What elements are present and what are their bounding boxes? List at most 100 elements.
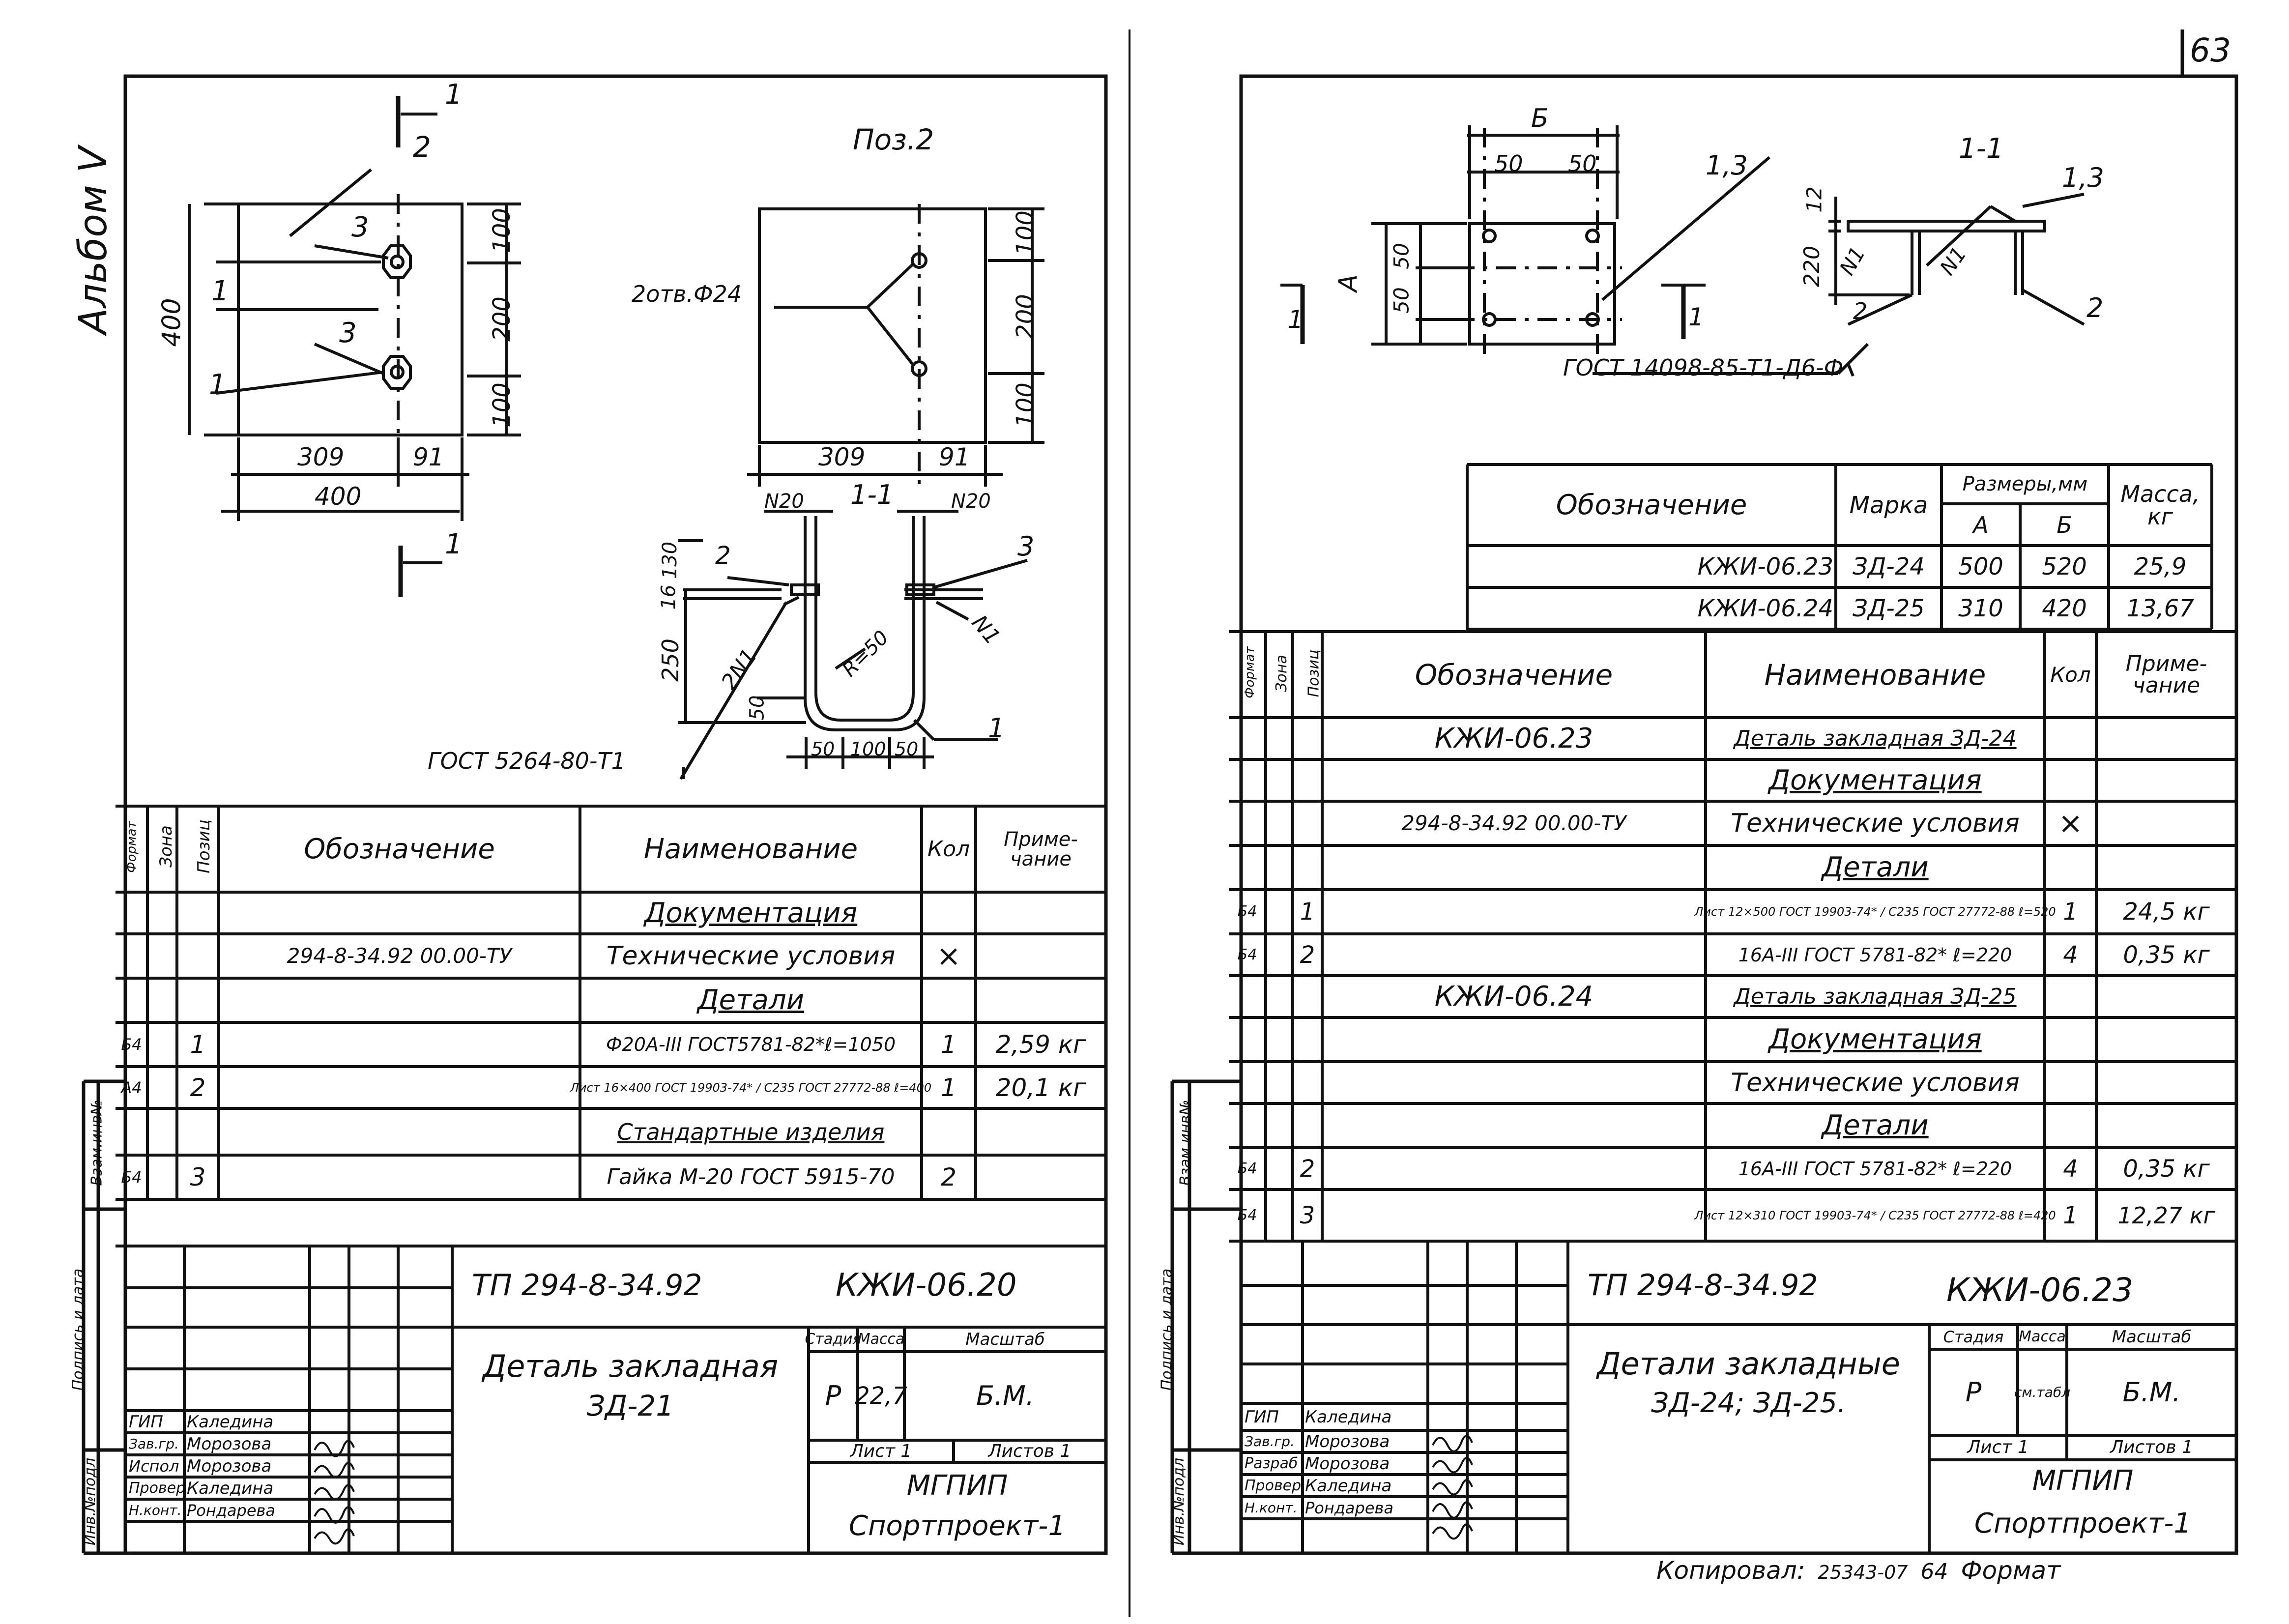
row-name: Технические условия [1731,809,2020,838]
row-qty: 2 [941,1163,956,1191]
row-format: А4 [121,1078,142,1097]
section-mark-left: 1 [1288,305,1304,334]
signer-role: Испол [129,1456,179,1476]
row-qty: 1 [941,1030,956,1059]
dim-b: Б [1531,104,1549,133]
row-name: Детали [1822,1109,1929,1141]
dim-50-b: 50 [1568,150,1597,177]
row-qty: 1 [941,1073,956,1102]
callout-2-right-b: 2 [2086,292,2104,323]
signer-name: Каледина [1305,1407,1392,1427]
row-pos: 1 [1300,898,1315,926]
mark-code: ЗД-24 [1853,552,1925,580]
org-name-2: Спортпроект-1 [1974,1508,2192,1539]
signer-name: Рондарева [1305,1498,1393,1517]
dim-130: 130 [659,541,682,580]
drawing-title: Детали закладные [1597,1346,1900,1382]
row-name: Деталь закладная ЗД-24 [1734,725,2017,751]
dim-100-c: 100 [1011,210,1039,256]
signer-name: Морозова [1305,1453,1390,1474]
signer-name: Морозова [1305,1431,1390,1451]
row-pos: 1 [190,1030,206,1059]
callout-1-3-a: 1,3 [1706,150,1748,181]
mark-header-designation: Обозначение [1556,489,1747,521]
signature-scribble [1432,1435,1473,1452]
row-designation: 294-8-34.92 00.00-ТУ [287,944,512,968]
mass-header: Масса [2019,1328,2066,1345]
mark-header-mark: Марка [1849,491,1928,519]
header-note: Приме-чание [2125,651,2207,698]
mark-header-sizes: Размеры,мм [1962,473,2088,495]
dim-250: 250 [657,638,684,682]
row-designation: КЖИ-06.23 [1434,722,1594,754]
mark-designation: КЖИ-06.24 [1697,594,1833,622]
signature-scribble [314,1528,355,1545]
callout-1a: 1 [211,275,229,307]
section-1-1-right: 1-1 [1959,133,2004,165]
row-name: Лист 12×500 ГОСТ 19903-74* / С235 ГОСТ 2… [1694,905,2056,919]
copy-id: 25343-07 [1818,1562,1908,1583]
drawing-subtitle: ЗД-24; ЗД-25. [1651,1387,1846,1419]
row-note: 2,59 кг [995,1030,1086,1059]
row-pos: 3 [190,1163,206,1191]
callout-3-section: 3 [1017,531,1035,562]
row-name: Стандартные изделия [617,1118,885,1145]
signer-role: Разраб [1245,1454,1298,1472]
copied-label: Копировал: [1656,1556,1805,1585]
row-name: Документация [644,897,858,929]
dim-100-bottom: 100 [850,738,886,760]
signer-name: Каледина [187,1478,274,1498]
callout-3b: 3 [339,317,357,349]
signer-role: Зав.гр. [1245,1433,1295,1450]
callout-1-3-b: 1,3 [2062,162,2104,193]
header-designation: Обозначение [1415,658,1613,692]
header-pos: Позиц [194,819,214,873]
signature-scribble [1432,1479,1473,1496]
row-name: Детали [1822,851,1929,883]
sheets-count: Листов 1 [2110,1437,2193,1457]
section-1-1: 1-1 [850,479,894,510]
dim-50-a: 50 [1494,150,1523,177]
row-name: Документация [1768,764,1982,796]
row-note: 0,35 кг [2123,941,2210,969]
dim-400-vertical: 400 [157,298,187,347]
dim-12: 12 [1802,186,1826,213]
callout-2: 2 [413,130,431,164]
section-mark-right: 1 [1688,303,1704,331]
row-name: Гайка М-20 ГОСТ 5915-70 [607,1164,895,1189]
signer-name: Каледина [187,1412,274,1432]
signer-role: Зав.гр. [129,1435,179,1452]
drawing-code: КЖИ-06.23 [1946,1271,2134,1309]
callout-2-right-a: 2 [1853,298,1868,324]
row-qty: 4 [2063,1155,2078,1183]
sheet-number: Лист 1 [1967,1437,2029,1457]
row-pos: 3 [1300,1201,1315,1229]
row-designation: КЖИ-06.24 [1434,980,1594,1013]
signer-role: ГИП [129,1412,163,1432]
pos-label: Поз.2 [853,123,934,156]
row-note: 20,1 кг [995,1073,1086,1102]
signer-role: Провер [1245,1477,1302,1494]
row-qty: 4 [2063,941,2078,969]
signer-name: Морозова [187,1434,272,1454]
dim-100-b: 100 [488,382,516,428]
format-label: Формат [1961,1556,2061,1585]
org-name-2: Спортпроект-1 [848,1510,1066,1542]
signer-role: Провер [129,1479,186,1497]
row-qty: 1 [2063,898,2078,926]
header-qty: Кол [2050,662,2091,687]
signer-name: Морозова [187,1456,272,1476]
weld-note: ГОСТ 5264-80-Т1 [428,748,626,774]
signer-name: Рондарева [187,1501,275,1520]
album-label: Альбом V [71,146,116,335]
header-name: Наименование [643,833,858,865]
row-format: Б4 [1237,946,1257,963]
dim-400-horizontal: 400 [315,482,362,511]
mark-header-a: А [1973,511,1989,538]
section-mark-bottom: 1 [445,528,463,560]
signer-role: ГИП [1245,1407,1279,1427]
row-format: Б4 [1237,1160,1257,1177]
row-name: Технические условия [1731,1068,2020,1098]
dim-n20-a: N20 [764,490,804,513]
dim-n20-b: N20 [951,490,991,513]
